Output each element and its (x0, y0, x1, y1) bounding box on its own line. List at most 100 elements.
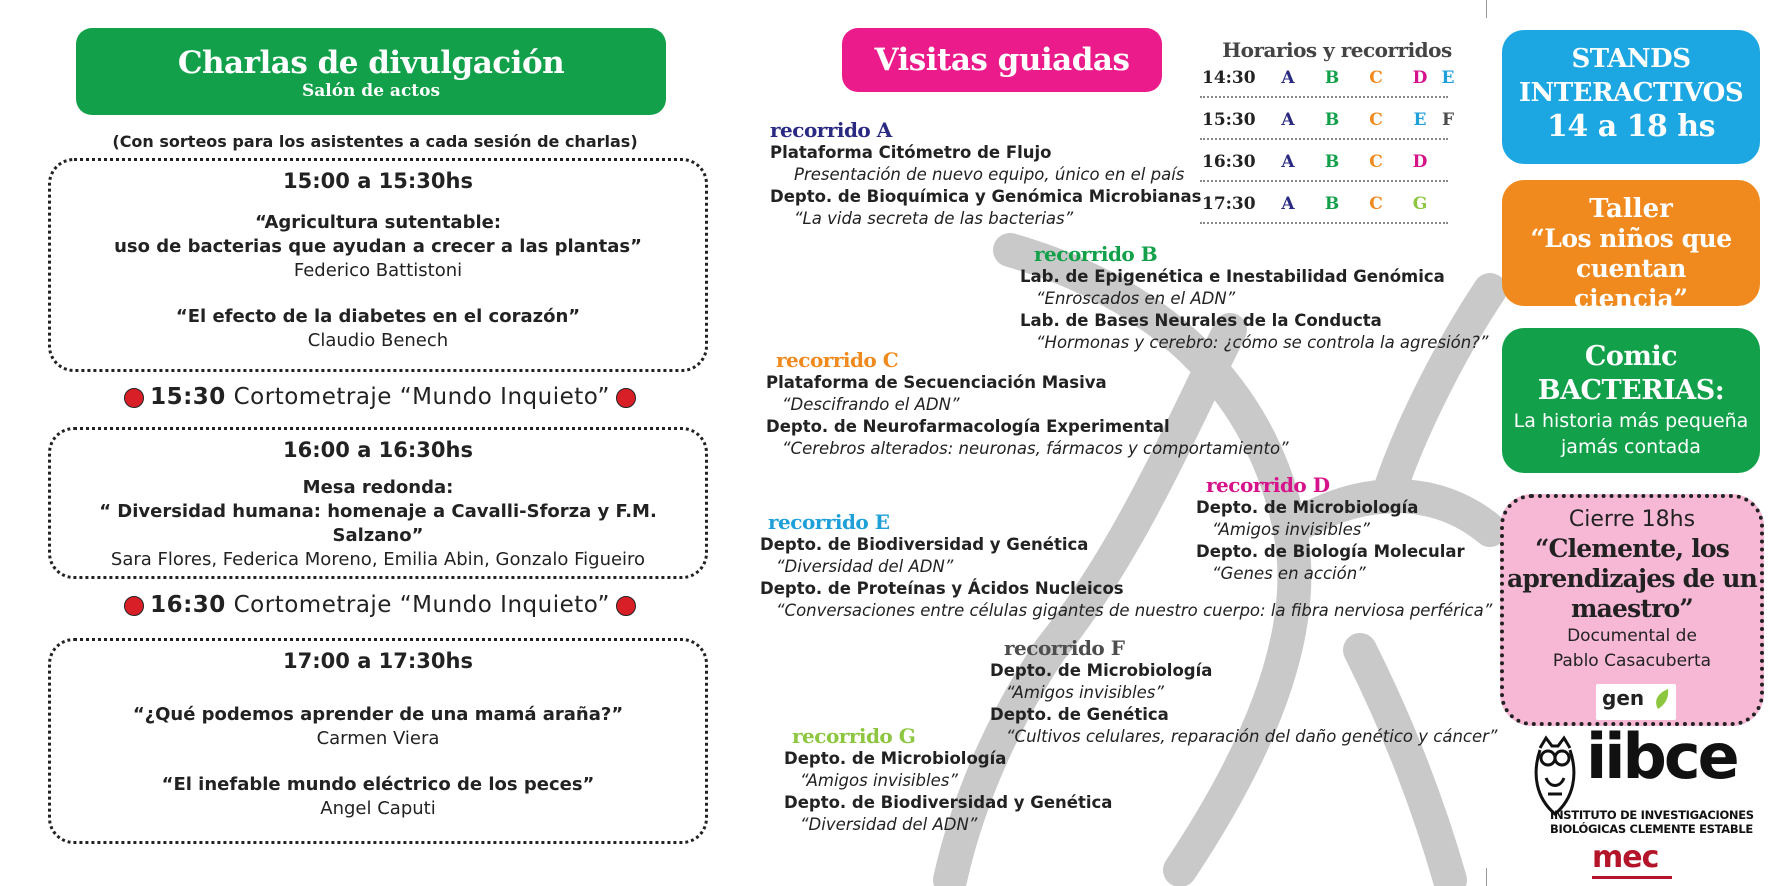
talk-session-1: 15:00 a 15:30hs “Agricultura sutentable:… (48, 158, 708, 372)
cierre-sub-line: Documental de (1567, 626, 1697, 646)
cierre-title-line: aprendizajes de un (1506, 564, 1758, 593)
schedule-tour-letter: A (1281, 194, 1295, 214)
comic-subtitle: jamás contada (1561, 436, 1701, 458)
tour-desc: “Amigos invisibles” (1212, 520, 1370, 539)
fold-mark-top (1486, 0, 1487, 18)
tour-dept: Depto. de Microbiología (1196, 498, 1419, 517)
cierre-sub-line: Pablo Casacuberta (1552, 651, 1712, 671)
stands-hours: 14 a 18 hs (1547, 109, 1715, 144)
tour-desc: “Diversidad del ADN” (800, 815, 978, 834)
comic-title: Comic BACTERIAS: (1537, 341, 1725, 406)
comic-box: Comic BACTERIAS: La historia más pequeña… (1502, 328, 1760, 488)
charlas-banner: Charlas de divulgación Salón de actos (76, 28, 666, 115)
tour-label: recorrido C (776, 348, 899, 372)
owl-icon (1534, 735, 1576, 816)
session-time: 15:00 a 15:30hs (283, 169, 473, 193)
tour-dept: Depto. de Biología Molecular (1196, 542, 1465, 561)
tour-E: recorrido E Depto. de Biodiversidad y Ge… (760, 510, 1492, 622)
talk-session-3: 17:00 a 17:30hs “¿Qué podemos aprender d… (48, 638, 708, 844)
short-film-1: 15:30 Cortometraje “Mundo Inquieto” (40, 384, 720, 414)
tour-desc: “La vida secreta de las bacterias” (794, 209, 1074, 228)
tour-G: recorrido G Depto. de Microbiología “Ami… (784, 724, 1112, 836)
tour-dept: Depto. de Biodiversidad y Genética (760, 535, 1089, 554)
schedule-time: 16:30 (1202, 152, 1256, 172)
iibce-name: INSTITUTO DE INVESTIGACIONES (1550, 808, 1754, 822)
cierre-time: Cierre 18hs (1568, 507, 1696, 532)
iibce-logo: iibce INSTITUTO DE INVESTIGACIONES BIOLÓ… (1530, 720, 1762, 844)
tour-F: recorrido F Depto. de Microbiología “Ami… (990, 636, 1497, 748)
mec-logo-bar (1592, 876, 1672, 879)
tour-dept: Lab. de Bases Neurales de la Conducta (1020, 311, 1382, 330)
schedule-time: 17:30 (1202, 194, 1256, 214)
visitas-title: Visitas guiadas (874, 42, 1130, 78)
tour-desc: “Amigos invisibles” (800, 771, 958, 790)
schedule-tour-letter: D (1412, 68, 1428, 88)
cierre-title-line: “Clemente, los (1534, 534, 1730, 563)
schedule-tour-letter: F (1441, 110, 1455, 130)
talk-speaker: Sara Flores, Federica Moreno, Emilia Abi… (110, 549, 646, 570)
tour-desc: “Cultivos celulares, reparación del daño… (1006, 727, 1498, 746)
tour-dept: Plataforma Citómetro de Flujo (770, 143, 1052, 162)
talk-speaker: Claudio Benech (307, 330, 449, 351)
stands-line: STANDS (1571, 44, 1691, 74)
talk-speaker: Federico Battistoni (293, 260, 463, 281)
tour-dept: Depto. de Proteínas y Ácidos Nucleicos (760, 579, 1124, 598)
tour-dept: Depto. de Bioquímica y Genómica Microbia… (770, 187, 1202, 206)
tour-label: recorrido E (768, 510, 890, 534)
tour-desc: “Conversaciones entre células gigantes d… (776, 601, 1493, 620)
schedule-tour-letter: A (1281, 68, 1295, 88)
short-film-2: 16:30 Cortometraje “Mundo Inquieto” (40, 592, 720, 622)
mec-logo: mec (1592, 840, 1659, 875)
talk-title: “Agricultura sutentable: (254, 212, 502, 233)
visitas-banner: Visitas guiadas (842, 28, 1162, 92)
tour-desc: “Descifrando el ADN” (782, 395, 960, 414)
gen-logo-text: gen (1602, 686, 1645, 710)
iibce-wordmark: iibce (1586, 720, 1740, 793)
short-film-time: 16:30 (150, 592, 226, 618)
talk-title: “ Diversidad humana: homenaje a Cavalli-… (99, 501, 657, 546)
short-film-title: Cortometraje “Mundo Inquieto” (233, 384, 610, 410)
charlas-subtitle: Salón de actos (301, 81, 441, 101)
schedule-tour-letter: B (1324, 152, 1340, 172)
schedule-tour-letter: G (1412, 194, 1428, 214)
schedule-tour-letter: C (1369, 152, 1383, 172)
taller-box: Taller “Los niños que cuentan ciencia” (1502, 180, 1760, 313)
stands-line: INTERACTIVOS (1518, 78, 1744, 108)
session-time: 16:00 a 16:30hs (283, 438, 473, 462)
gen-logo: gen (1596, 684, 1676, 720)
raffle-note: (Con sorteos para los asistentes a cada … (112, 132, 638, 151)
tour-D: recorrido D Depto. de Microbiología “Ami… (1196, 473, 1465, 585)
tour-desc: “Diversidad del ADN” (776, 557, 954, 576)
cierre-box: Cierre 18hs “Clemente, los aprendizajes … (1500, 494, 1764, 726)
tour-dept: Plataforma de Secuenciación Masiva (766, 373, 1107, 392)
taller-title: “Los niños que cuentan (1530, 224, 1732, 283)
tour-dept: Depto. de Microbiología (990, 661, 1213, 680)
tour-label: recorrido A (770, 118, 892, 142)
tour-label: recorrido F (1004, 636, 1125, 660)
schedule-tour-letter: C (1369, 110, 1383, 130)
schedule-time: 14:30 (1202, 68, 1256, 88)
tour-desc: “Amigos invisibles” (1006, 683, 1164, 702)
schedule-tour-letter: E (1413, 110, 1427, 130)
fold-mark-bottom (1486, 868, 1487, 886)
red-dot-icon (124, 387, 145, 408)
schedule-title: Horarios y recorridos (1222, 38, 1452, 62)
red-dot-icon (615, 387, 636, 408)
background-line-art (933, 233, 1507, 886)
tour-desc: “Genes en acción” (1212, 564, 1366, 583)
tour-dept: Depto. de Microbiología (784, 749, 1007, 768)
schedule-tour-letter: A (1281, 152, 1295, 172)
cierre-title: “Clemente, los aprendizajes de un maestr… (1504, 534, 1760, 624)
talk-speaker: Angel Caputi (320, 798, 436, 819)
talk-title: uso de bacterias que ayudan a crecer a l… (114, 236, 642, 257)
comic-note: 17hs. Dibuja a los personajes (1519, 470, 1743, 488)
taller-label: Taller (1589, 194, 1673, 224)
schedule-tour-letter: B (1324, 110, 1340, 130)
talk-session-2: 16:00 a 16:30hs Mesa redonda: “ Diversid… (48, 427, 708, 579)
schedule-tour-letter: C (1369, 194, 1383, 214)
red-dot-icon (124, 595, 145, 616)
comic-subtitle: La historia más pequeña (1513, 410, 1749, 432)
tour-desc: Presentación de nuevo equipo, único en e… (794, 165, 1185, 184)
